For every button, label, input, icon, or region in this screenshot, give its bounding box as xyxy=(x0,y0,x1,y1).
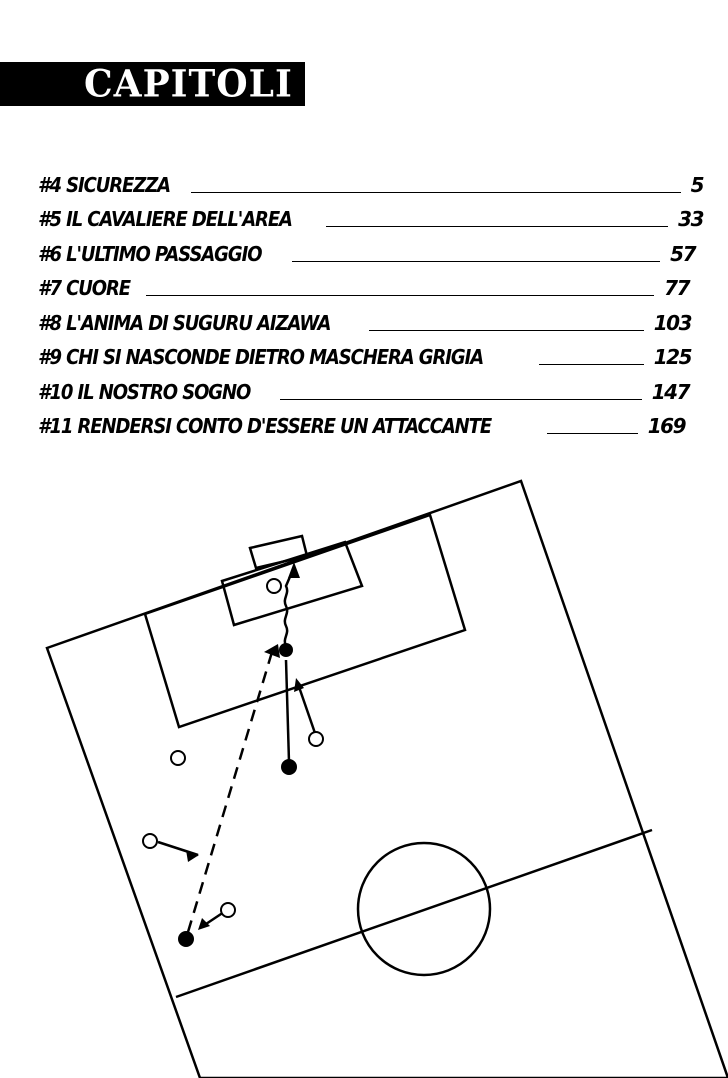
defender-marker xyxy=(220,902,236,918)
attacker-marker xyxy=(279,643,293,657)
toc-entry: #11 RENDERSI CONTO D'ESSERE UN ATTACCANT… xyxy=(38,404,703,438)
toc-leader-line xyxy=(146,295,655,296)
toc-entry-page: 103 xyxy=(653,310,693,335)
toc-entry-title: #5 IL CAVALIERE DELL'AREA xyxy=(38,207,293,231)
shot-arrowhead xyxy=(288,562,300,578)
goal-box xyxy=(248,534,309,570)
goal-area xyxy=(220,540,364,627)
defender-arrowhead-2 xyxy=(186,850,199,862)
toc-entry-page: 33 xyxy=(678,207,704,231)
defender-marker xyxy=(308,731,324,747)
toc-entry-page: 125 xyxy=(653,345,693,369)
defender-marker xyxy=(266,578,282,594)
chapters-title-banner: CAPITOLI xyxy=(0,62,305,106)
toc-entry: #5 IL CAVALIERE DELL'AREA 33 xyxy=(38,197,704,231)
pitch-outline xyxy=(45,479,728,1078)
defender-arrowhead-3 xyxy=(198,918,210,930)
defender-marker xyxy=(142,833,158,849)
table-of-contents: #4 SICUREZZA 5 #5 IL CAVALIERE DELL'AREA 33… xyxy=(38,162,705,439)
toc-leader-line xyxy=(547,433,638,434)
toc-entry-title: #6 L'ULTIMO PASSAGGIO xyxy=(38,241,263,266)
toc-entry: #10 IL NOSTRO SOGNO 147 xyxy=(38,369,703,404)
toc-entry: #9 CHI SI NASCONDE DIETRO MASCHERA GRIGI… xyxy=(38,335,703,369)
penalty-area xyxy=(143,513,467,729)
pass-path xyxy=(186,651,274,933)
toc-leader-line xyxy=(279,398,642,400)
attacker-marker xyxy=(281,759,297,775)
toc-leader-line xyxy=(538,364,644,365)
pass-arrowhead xyxy=(264,644,280,658)
toc-leader-line xyxy=(292,260,661,262)
attacker-marker xyxy=(178,931,194,947)
toc-entry: #8 L'ANIMA DI SUGURU AIZAWA 103 xyxy=(38,300,703,335)
defender-move-1 xyxy=(296,683,318,737)
tactical-pitch-diagram xyxy=(45,479,728,1078)
center-circle xyxy=(356,841,492,977)
toc-leader-line xyxy=(326,226,669,227)
toc-leader-line xyxy=(368,329,644,331)
toc-entry: #6 L'ULTIMO PASSAGGIO 57 xyxy=(38,231,703,266)
toc-entry: #7 CUORE 77 xyxy=(38,266,703,300)
toc-entry-page: 169 xyxy=(647,414,687,438)
toc-entry: #4 SICUREZZA 5 xyxy=(38,162,705,197)
defender-marker xyxy=(170,750,186,766)
toc-entry-title: #10 IL NOSTRO SOGNO xyxy=(38,379,251,404)
run-path xyxy=(284,659,291,763)
toc-entry-page: 57 xyxy=(670,241,696,266)
toc-entry-page: 5 xyxy=(690,172,705,197)
toc-entry-title: #11 RENDERSI CONTO D'ESSERE UN ATTACCANT… xyxy=(38,414,492,438)
toc-entry-title: #9 CHI SI NASCONDE DIETRO MASCHERA GRIGI… xyxy=(38,345,484,369)
chapters-title: CAPITOLI xyxy=(84,61,293,107)
toc-entry-page: 77 xyxy=(664,276,690,300)
toc-entry-title: #7 CUORE xyxy=(38,276,131,300)
toc-entry-page: 147 xyxy=(651,379,691,404)
toc-entry-title: #4 SICUREZZA xyxy=(38,172,171,197)
defender-arrowhead-1 xyxy=(294,678,304,692)
halfway-line xyxy=(175,828,653,999)
toc-entry-title: #8 L'ANIMA DI SUGURU AIZAWA xyxy=(38,310,331,335)
toc-leader-line xyxy=(190,191,681,193)
dribble-path xyxy=(283,571,294,647)
